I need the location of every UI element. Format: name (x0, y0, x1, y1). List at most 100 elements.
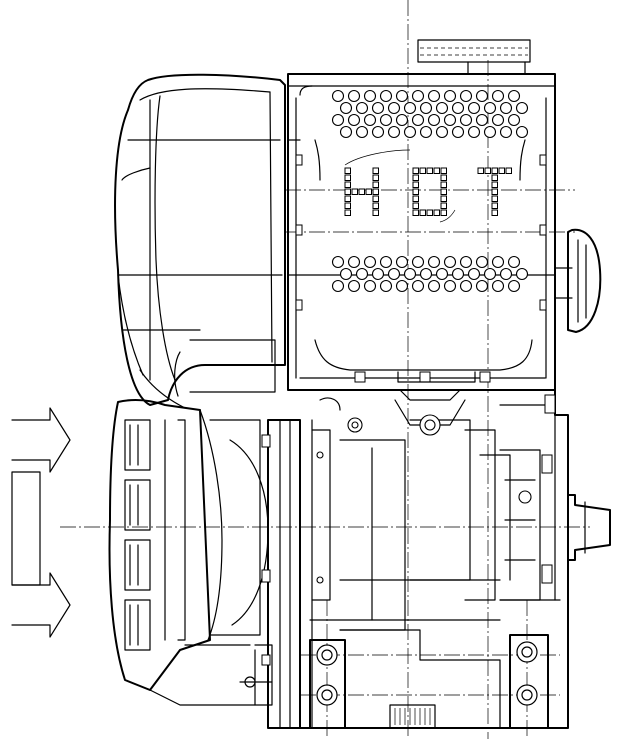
letter-dot (372, 202, 379, 209)
hot-warning-lettering (344, 167, 512, 216)
vent-hole (491, 89, 505, 103)
bracket-bolt (239, 644, 273, 706)
hot-letter-h (344, 167, 379, 216)
vent-hole (507, 279, 521, 293)
recoil-starter (108, 398, 269, 706)
letter-dot (484, 167, 491, 174)
vent-hole (443, 89, 457, 103)
letter-dot (491, 202, 498, 209)
airflow-arrow-icon (11, 407, 71, 638)
letter-dot (358, 188, 365, 195)
vent-hole (459, 279, 473, 293)
vent-hole (411, 89, 425, 103)
vent-hole (355, 101, 369, 115)
vent-hole (411, 279, 425, 293)
vent-hole (379, 255, 393, 269)
vent-hole (395, 89, 409, 103)
vent-hole (515, 125, 529, 139)
vent-hole (427, 255, 441, 269)
vent-hole (411, 255, 425, 269)
vent-hole (395, 113, 409, 127)
muffler (287, 73, 556, 391)
letter-dot (491, 174, 498, 181)
vent-hole (363, 255, 377, 269)
vent-hole (459, 255, 473, 269)
letter-dot (440, 167, 447, 174)
letter-dot (372, 188, 379, 195)
vent-hole (355, 125, 369, 139)
letter-dot (440, 181, 447, 188)
letter-dot (372, 167, 379, 174)
exhaust-outlet (417, 39, 531, 75)
letter-dot (344, 202, 351, 209)
letter-dot (419, 209, 426, 216)
base-bolts (316, 641, 538, 706)
vent-hole (363, 113, 377, 127)
letter-dot (440, 188, 447, 195)
letter-dot (372, 195, 379, 202)
vent-hole (483, 125, 497, 139)
vent-hole (427, 113, 441, 127)
letter-dot (491, 188, 498, 195)
letter-dot (440, 174, 447, 181)
letter-dot (344, 181, 351, 188)
letter-dot (344, 188, 351, 195)
letter-dot (372, 174, 379, 181)
letter-dot (433, 209, 440, 216)
letter-dot (505, 167, 512, 174)
vent-hole (371, 267, 385, 281)
vent-hole (347, 89, 361, 103)
letter-dot (491, 209, 498, 216)
vent-hole (427, 89, 441, 103)
vent-hole (443, 113, 457, 127)
vent-hole (499, 101, 513, 115)
vent-hole (331, 255, 345, 269)
letter-dot (491, 167, 498, 174)
vent-hole (435, 125, 449, 139)
letter-dot (372, 181, 379, 188)
vent-hole (403, 267, 417, 281)
vent-hole (451, 101, 465, 115)
letter-dot (440, 209, 447, 216)
vent-hole (491, 255, 505, 269)
vent-hole (507, 89, 521, 103)
vent-hole (331, 279, 345, 293)
vent-hole (451, 267, 465, 281)
vent-hole (339, 125, 353, 139)
hot-letter-t (477, 167, 512, 216)
vent-hole (435, 267, 449, 281)
letter-dot (365, 188, 372, 195)
vent-hole (395, 279, 409, 293)
engine-block (267, 389, 569, 729)
vent-hole (387, 125, 401, 139)
vent-hole (331, 89, 345, 103)
letter-dot (351, 188, 358, 195)
vent-hole (387, 101, 401, 115)
vent-hole (515, 101, 529, 115)
vent-hole (331, 113, 345, 127)
letter-dot (412, 167, 419, 174)
vent-hole (427, 279, 441, 293)
muffler-vent-holes-top (331, 89, 529, 139)
vent-hole (507, 113, 521, 127)
letter-dot (433, 167, 440, 174)
vent-hole (475, 255, 489, 269)
vent-hole (443, 279, 457, 293)
letter-dot (419, 167, 426, 174)
muffler-vent-holes-bottom (331, 255, 529, 293)
letter-dot (344, 167, 351, 174)
vent-hole (387, 267, 401, 281)
vent-hole (339, 267, 353, 281)
vent-hole (451, 125, 465, 139)
vent-hole (371, 125, 385, 139)
vent-hole (347, 279, 361, 293)
vent-hole (347, 113, 361, 127)
letter-dot (412, 209, 419, 216)
vent-hole (403, 101, 417, 115)
vent-hole (459, 89, 473, 103)
vent-hole (419, 267, 433, 281)
letter-dot (440, 202, 447, 209)
hot-arc (344, 149, 456, 223)
letter-dot (412, 202, 419, 209)
